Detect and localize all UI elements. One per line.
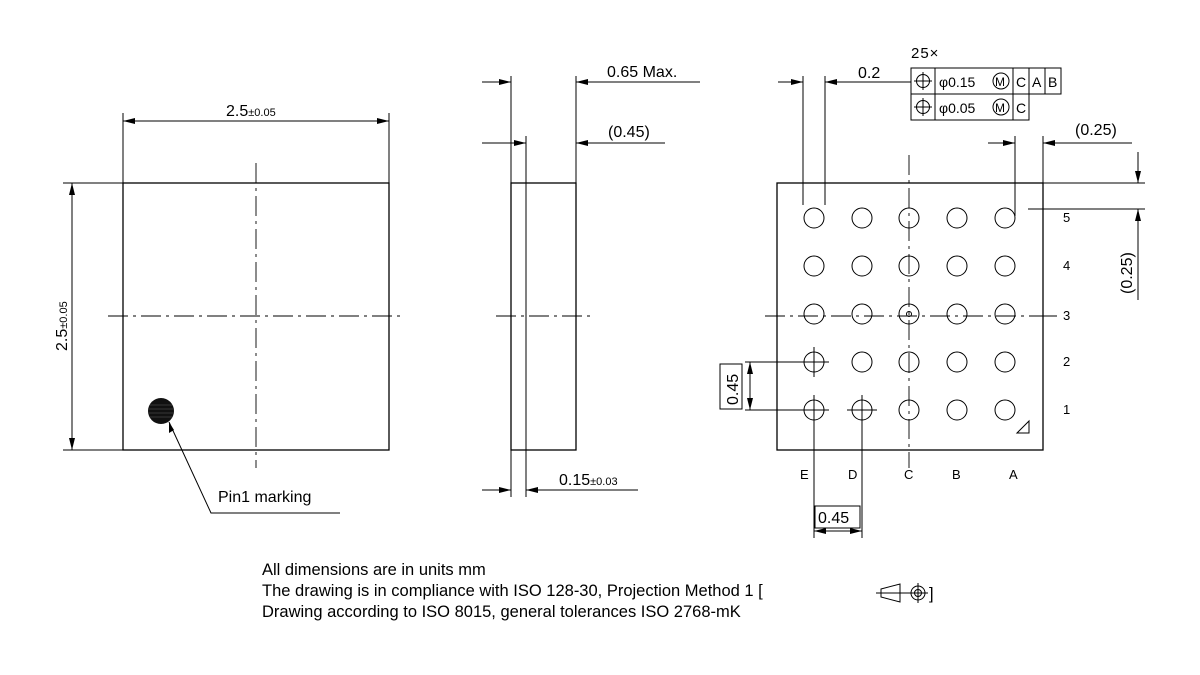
note-units: All dimensions are in units mm	[262, 561, 486, 579]
ball-e3	[803, 303, 825, 325]
svg-text:φ0.15: φ0.15	[939, 74, 976, 90]
pin1-marking-dot	[148, 398, 174, 424]
ball-b1	[946, 399, 968, 421]
ball-d2	[851, 351, 873, 373]
pin1-leader	[168, 421, 340, 514]
svg-text:M: M	[995, 101, 1005, 115]
pin1-label: Pin1 marking	[218, 489, 311, 506]
pin1-marking-hatch	[149, 404, 173, 418]
svg-text:C: C	[1016, 100, 1026, 116]
side-view-outline	[510, 182, 577, 451]
projection-method-icon: ]	[876, 583, 934, 603]
ball-d5	[851, 207, 873, 229]
edge-offset-x-dimension: (0.25)	[1075, 122, 1117, 139]
notes-block: All dimensions are in units mm The drawi…	[262, 560, 763, 623]
ball-c5	[898, 207, 920, 229]
ball-c1	[898, 399, 920, 421]
ball-c4	[898, 255, 920, 277]
top-width-dimension: 2.5±0.05	[226, 103, 276, 120]
col-label-c: C	[904, 467, 913, 482]
projection-method-bracket: ]	[929, 585, 934, 603]
ball-c3-center-mark	[906, 311, 912, 317]
svg-text:A: A	[1032, 74, 1042, 90]
col-label-d: D	[848, 467, 857, 482]
feature-control-frame-2: φ0.05 M C	[910, 93, 1030, 121]
ball-e5	[803, 207, 825, 229]
ball-a4	[994, 255, 1016, 277]
pitch-y-dimension: 0.45	[725, 374, 742, 405]
feature-control-frame-1: φ0.15 M C A B	[910, 67, 1062, 95]
row-label-2: 2	[1063, 354, 1070, 369]
edge-offset-y-dimension: (0.25)	[1119, 252, 1136, 294]
ball-e4	[803, 255, 825, 277]
svg-text:C: C	[1016, 74, 1026, 90]
ball-b5	[946, 207, 968, 229]
ball-a1	[994, 399, 1016, 421]
ball-b4	[946, 255, 968, 277]
svg-text:φ0.05: φ0.05	[939, 100, 976, 116]
col-label-b: B	[952, 467, 961, 482]
mmc-modifier-icon	[992, 98, 1010, 116]
mmc-modifier-icon	[992, 72, 1010, 90]
ball-diameter-dimension: 0.2	[858, 65, 880, 82]
col-label-a: A	[1009, 467, 1018, 482]
ball-a3	[994, 303, 1016, 325]
top-height-dimension: 2.5±0.05	[54, 301, 71, 351]
pin-a1-corner-mark	[1015, 419, 1030, 434]
top-view: 2.5±0.05 2.5±0.05 Pin1 marking	[54, 103, 404, 514]
side-view: 0.65 Max. (0.45) 0.15±0.03	[482, 64, 700, 497]
ball-count-label: 25×	[911, 45, 939, 62]
row-label-4: 4	[1063, 258, 1070, 273]
ball-c2	[898, 351, 920, 373]
pitch-y-basic-box	[719, 363, 743, 410]
bottom-view: 5 4 3 2 1 E D C B A 0.2 25× φ0.15	[719, 45, 1145, 538]
ball-grid	[799, 207, 1016, 425]
ball-b3	[946, 303, 968, 325]
ball-b2	[946, 351, 968, 373]
total-height-dimension: 0.65 Max.	[607, 64, 677, 81]
ball-d3	[851, 303, 873, 325]
ball-a5	[994, 207, 1016, 229]
pitch-x-basic-box	[814, 505, 861, 529]
note-projection: The drawing is in compliance with ISO 12…	[262, 582, 763, 600]
ball-a2	[994, 351, 1016, 373]
body-height-dimension: (0.45)	[608, 124, 650, 141]
row-label-3: 3	[1063, 308, 1070, 323]
row-label-5: 5	[1063, 210, 1070, 225]
ball-c3	[898, 303, 920, 325]
svg-text:B: B	[1048, 74, 1057, 90]
row-label-1: 1	[1063, 402, 1070, 417]
ball-height-dimension: 0.15±0.03	[559, 472, 618, 489]
col-label-e: E	[800, 467, 809, 482]
pitch-x-dimension: 0.45	[818, 510, 849, 527]
note-tolerances: Drawing according to ISO 8015, general t…	[262, 603, 741, 621]
ball-d4	[851, 255, 873, 277]
svg-text:M: M	[995, 75, 1005, 89]
